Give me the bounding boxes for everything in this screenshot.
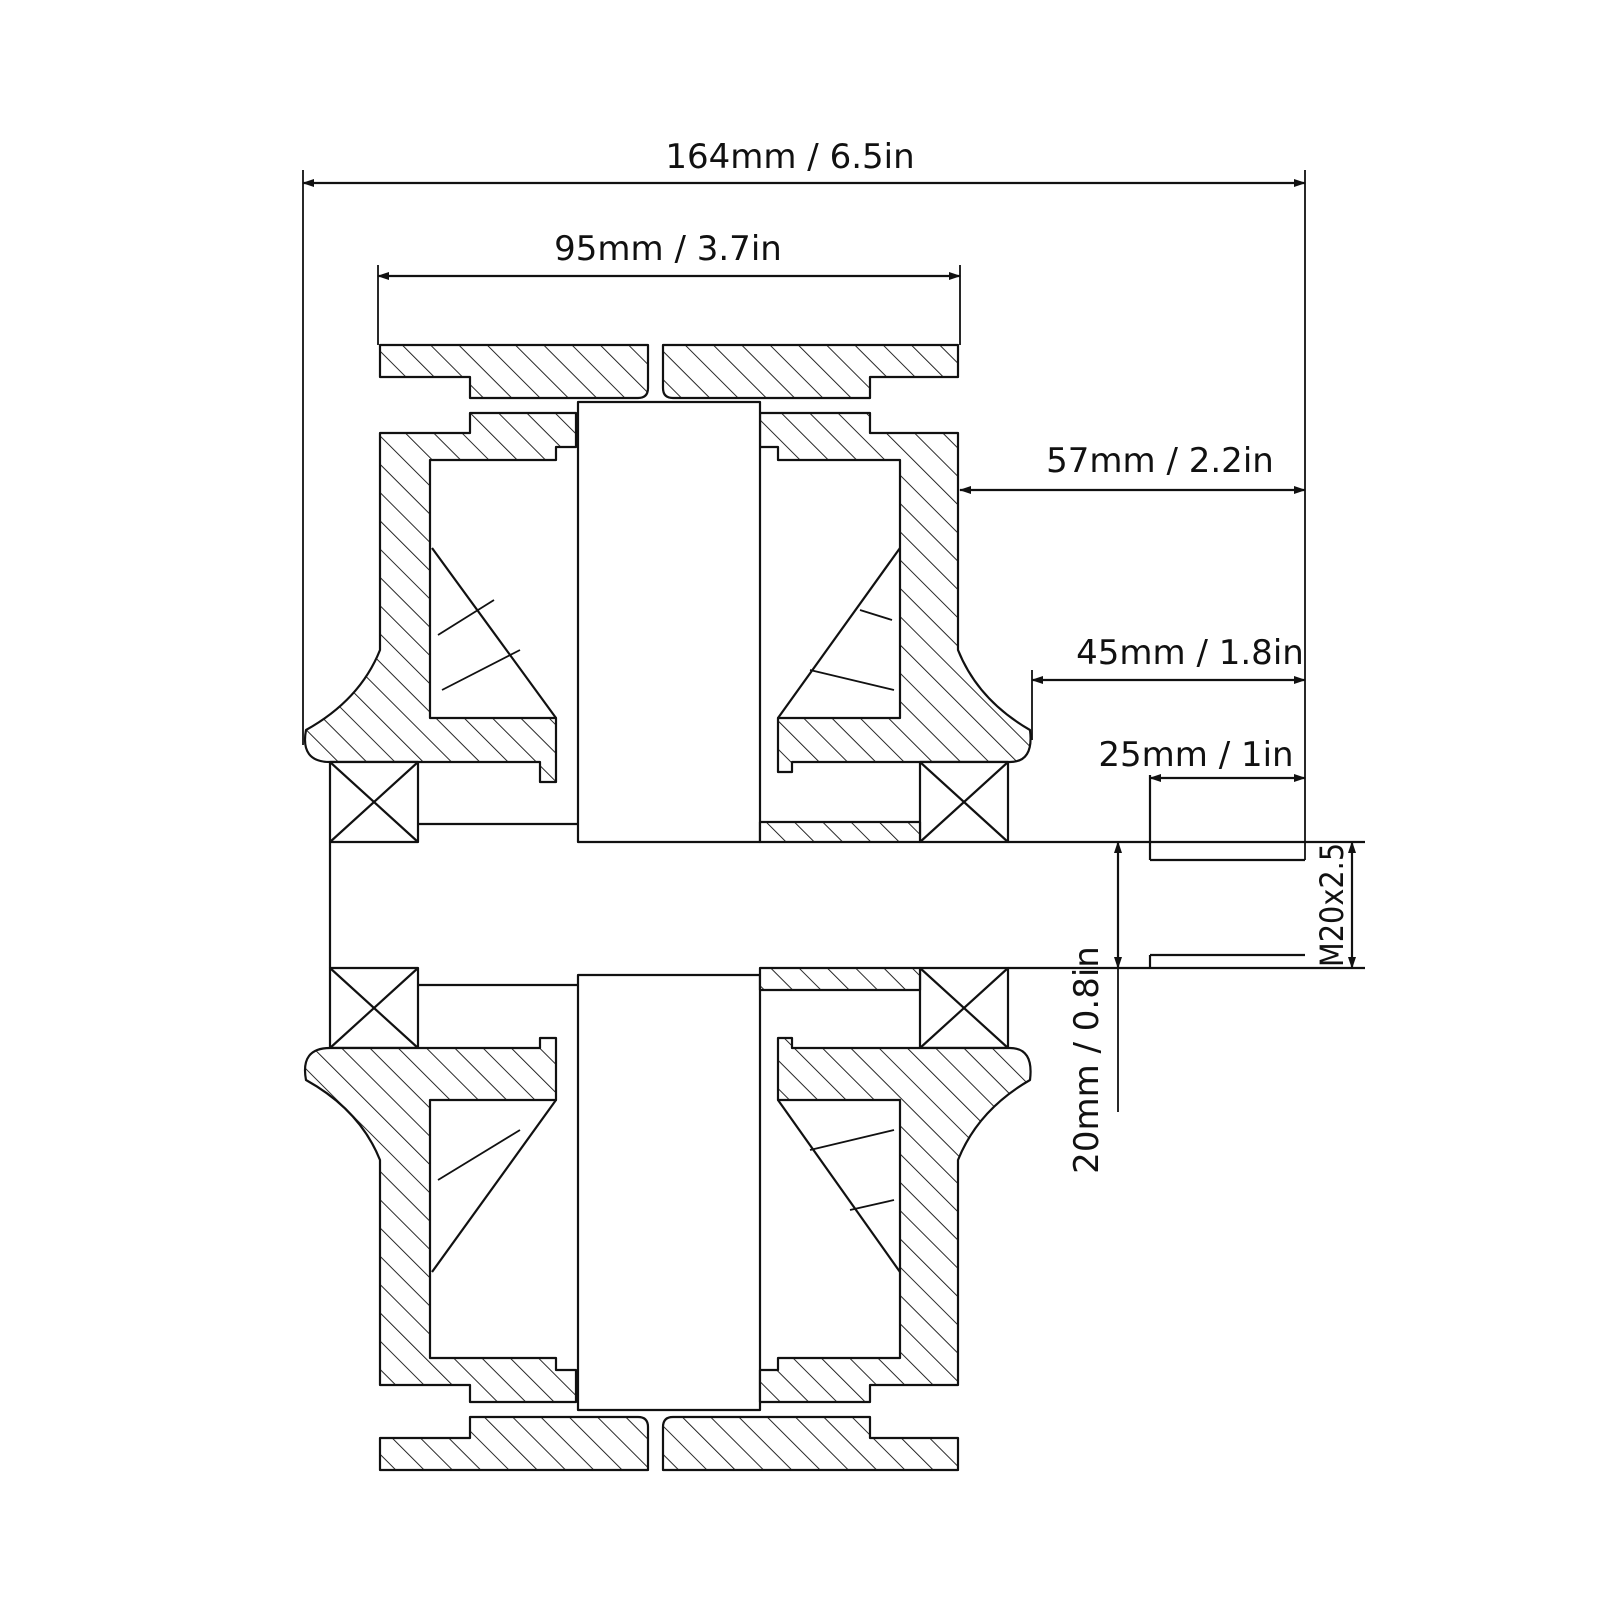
label-hub-width: 95mm / 3.7in: [554, 229, 782, 269]
stator-wedge-upper-left: [431, 547, 557, 719]
hub-shell-lower-left: [303, 1036, 578, 1404]
bearing-lower-right: [918, 966, 1010, 1050]
label-overall-width: 164mm / 6.5in: [665, 137, 914, 177]
rim-flange-lower-right: [661, 1415, 960, 1472]
label-axle-to-end: 45mm / 1.8in: [1076, 633, 1304, 673]
bearing-lower-left: [328, 966, 420, 1050]
spacer-lower-right: [758, 966, 922, 992]
dimension-labels: 164mm / 6.5in 95mm / 3.7in 57mm / 2.2in …: [554, 137, 1351, 1174]
hub-lower-half: [303, 966, 1032, 1472]
hub-shell-upper-right: [758, 411, 1032, 774]
rim-flange-upper-right: [661, 343, 960, 400]
stator-wedge-lower-left: [431, 1099, 557, 1273]
bearing-upper-left: [328, 760, 420, 844]
label-thread-length: 25mm / 1in: [1098, 735, 1293, 775]
hub-upper-half: [303, 343, 1032, 844]
label-thread-spec: M20x2.5: [1313, 843, 1351, 967]
axle: [328, 775, 1365, 970]
center-sleeve-upper: [576, 400, 762, 844]
label-flange-to-end: 57mm / 2.2in: [1046, 441, 1274, 481]
center-sleeve-lower: [576, 973, 762, 1412]
rim-flange-upper-left: [378, 343, 650, 400]
hub-shell-lower-right: [758, 1036, 1032, 1404]
spacer-upper-right: [758, 820, 922, 844]
stator-wedge-lower-right: [777, 1099, 901, 1273]
bearing-upper-right: [918, 760, 1010, 844]
label-axle-diameter: 20mm / 0.8in: [1067, 946, 1107, 1174]
rim-flange-lower-left: [378, 1415, 650, 1472]
stator-wedge-upper-right: [777, 547, 901, 719]
dimension-lines: [302, 170, 1365, 1112]
hub-shell-upper-left: [303, 411, 578, 784]
